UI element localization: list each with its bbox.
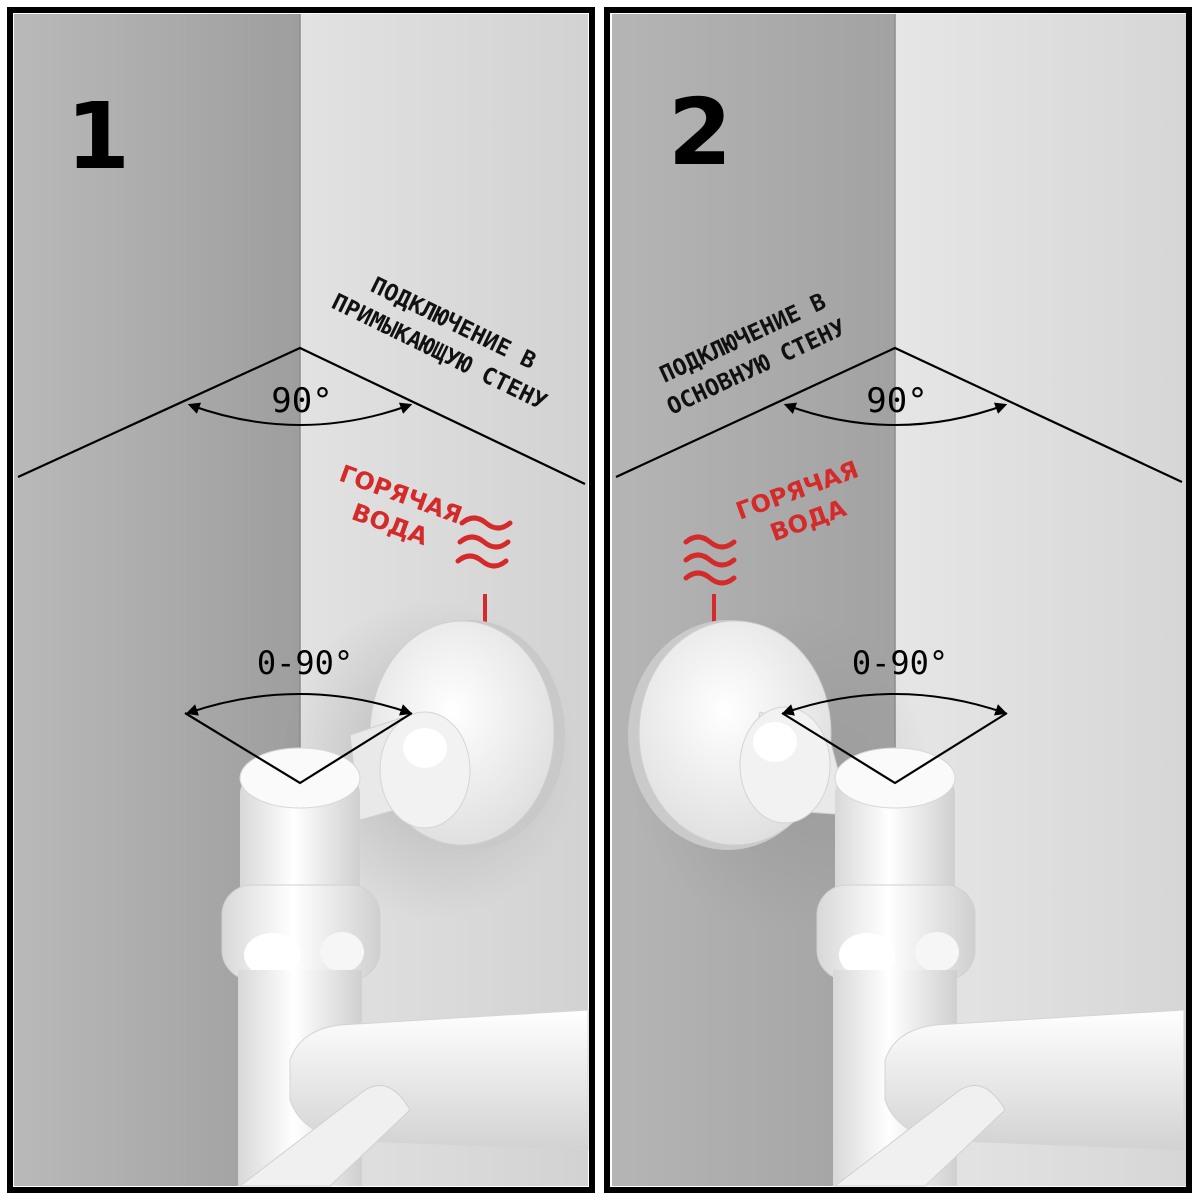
panel-2-elbow-nut-facet	[753, 722, 797, 762]
panel-1-floor-angle-lines	[17, 346, 586, 485]
panel-1: 90° 1 ПОДКЛЮЧЕНИЕ В ПРИМЫКАЮЩУЮ СТЕНУ ГО…	[7, 7, 595, 1193]
panel-2-nut-facet-a	[839, 933, 895, 977]
panel-2-corner-angle-label: 90°	[866, 381, 927, 421]
panel-2-corner-angle-arc	[783, 402, 1008, 426]
panel-2-number: 2	[668, 79, 732, 186]
panel-1-vertical-fitting	[240, 775, 360, 905]
panel-1-rotation-arc	[185, 693, 413, 716]
panel-2-rail-bar	[833, 1085, 1006, 1187]
panel-1-number: 1	[66, 83, 130, 190]
panel-1-nut-facet-b	[320, 932, 364, 972]
panel-1-heat-waves-icon	[455, 515, 513, 569]
panel-1-nut-facet-a	[244, 933, 300, 977]
panel-1-elbow-nut	[379, 711, 471, 829]
panel-2-frame	[604, 7, 1192, 1193]
panel-2-heat-waves-icon	[683, 534, 737, 586]
panel-2-rotation-arc	[781, 693, 1008, 716]
panel-1-elbow-nut-facet	[403, 728, 447, 768]
panel-1-frame	[7, 7, 595, 1193]
panel-1-rotation-range-label: 0-90°	[257, 644, 353, 682]
panel-2-vertical-fitting	[835, 775, 955, 905]
panel-1-rotation-angle-lines	[184, 712, 413, 785]
panel-1-corner-angle-arc	[187, 402, 413, 426]
panel-1-rail-bar	[238, 1085, 411, 1187]
panel-2: 90° 2 ПОДКЛЮЧЕНИЕ В ОСНОВНУЮ СТЕНУ ГОРЯЧ…	[604, 7, 1192, 1193]
panel-2-nut-facet-b	[915, 932, 959, 972]
panel-1-corner-angle-label: 90°	[271, 381, 332, 421]
panel-2-rotation-angle-lines	[781, 712, 1008, 785]
panel-2-rotation-range-label: 0-90°	[852, 644, 948, 682]
panel-2-floor-angle-lines	[615, 346, 1183, 483]
